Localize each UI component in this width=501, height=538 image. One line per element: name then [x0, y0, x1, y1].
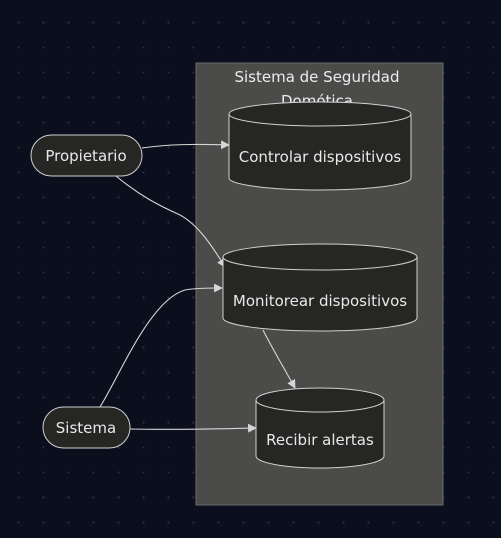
- use-case-control-body: [228, 101, 412, 191]
- edge-owner-monitor: [115, 175, 226, 268]
- use-case-control-rim: [228, 113, 412, 127]
- use-case-monitor-label: Monitorear dispositivos: [233, 292, 407, 310]
- actor-owner-shape: [30, 134, 143, 177]
- edges: [99, 140, 296, 433]
- actor-system-shape: [42, 406, 131, 449]
- use-case-alerts-rim: [255, 399, 385, 413]
- use-case-alerts: Recibir alertas: [255, 387, 385, 469]
- edge-monitor-alerts: [262, 329, 296, 389]
- actor-owner: Propietario: [30, 134, 143, 177]
- actor-owner-label: Propietario: [45, 147, 126, 165]
- actor-system-label: Sistema: [56, 419, 116, 437]
- use-case-alerts-body: [255, 387, 385, 469]
- edge-system-alerts: [129, 423, 257, 433]
- actor-system: Sistema: [42, 406, 131, 449]
- edge-owner-control: [141, 140, 230, 150]
- use-case-alerts-label: Recibir alertas: [266, 431, 374, 449]
- use-case-monitor-rim: [222, 256, 418, 271]
- use-case-control: Controlar dispositivos: [228, 101, 412, 191]
- edge-system-monitor: [99, 283, 223, 408]
- system-boundary-title: Sistema de Seguridad: [234, 68, 399, 86]
- use-case-monitor-body: [222, 243, 418, 332]
- use-case-monitor: Monitorear dispositivos: [222, 243, 418, 332]
- use-case-control-label: Controlar dispositivos: [239, 148, 402, 166]
